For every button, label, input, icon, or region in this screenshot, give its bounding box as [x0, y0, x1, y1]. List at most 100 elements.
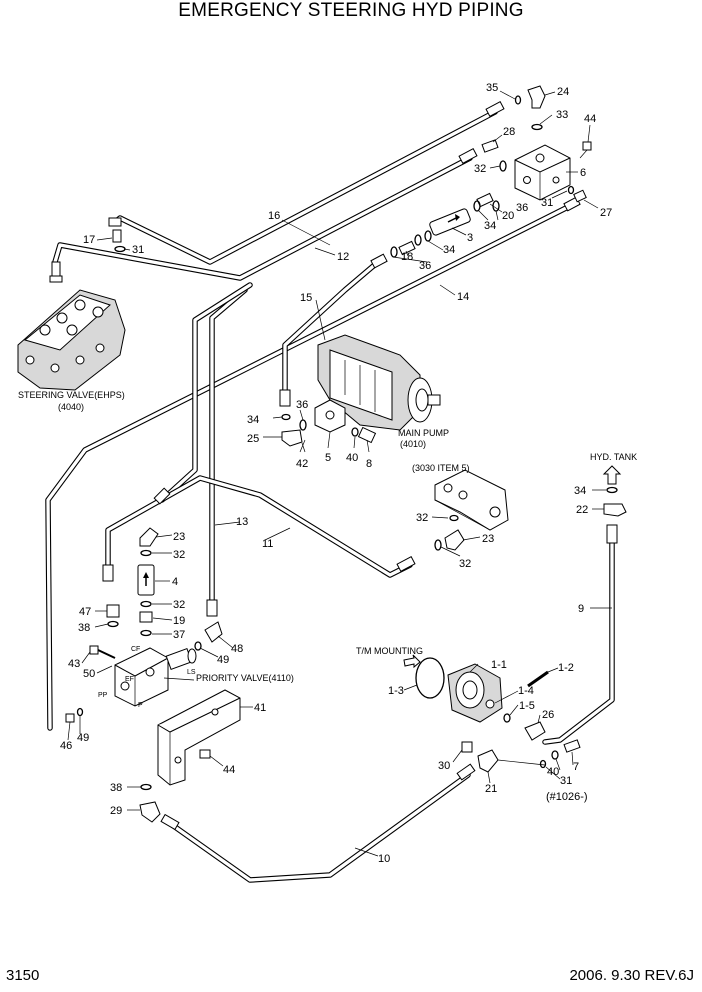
elbow-21 — [477, 749, 499, 773]
callout-22: 22 — [576, 504, 588, 516]
callout-36-a: 36 — [516, 202, 528, 214]
callout-32-c: 32 — [416, 512, 428, 524]
bolt-44-lower — [199, 749, 211, 759]
callout-43: 43 — [68, 658, 80, 670]
callout-34-a: 34 — [484, 220, 496, 232]
fitting-19 — [139, 611, 153, 623]
callout-41: 41 — [254, 702, 266, 714]
valve-block-6 — [514, 144, 571, 201]
o-ring-40-lower — [551, 750, 559, 760]
steering-valve-label: STEERING VALVE(EHPS) — [18, 390, 125, 400]
port-p: P — [138, 702, 143, 709]
callout-1-5: 1-5 — [519, 700, 535, 712]
port-pp: PP — [98, 692, 108, 699]
hose-upper-left — [159, 282, 253, 503]
elbow-25 — [281, 429, 303, 447]
hyd-tank-label: HYD. TANK — [590, 452, 637, 462]
fitting-24-elbow — [527, 85, 546, 109]
callout-11: 11 — [262, 538, 273, 550]
hyd-tank-arrow — [602, 465, 622, 485]
main-pump — [317, 334, 441, 431]
emergency-pump-1-1 — [447, 663, 503, 723]
callout-31-left: 31 — [132, 244, 144, 256]
callout-35: 35 — [486, 82, 498, 94]
callout-36-c: 36 — [296, 399, 308, 411]
callout-49-upper: 49 — [217, 654, 229, 666]
page-title: EMERGENCY STEERING HYD PIPING — [178, 0, 524, 21]
callout-1-4: 1-4 — [518, 685, 534, 697]
fitting-7 — [563, 739, 581, 753]
callout-1-2: 1-2 — [558, 662, 574, 674]
hose-15 — [282, 259, 381, 401]
callout-48: 48 — [231, 643, 243, 655]
priority-valve-label: PRIORITY VALVE(4110) — [196, 673, 294, 683]
page-number: 3150 — [6, 967, 40, 984]
o-ring-1-3 — [415, 657, 445, 699]
fitting-1-5 — [503, 713, 511, 723]
callout-38-upper: 38 — [78, 622, 90, 634]
callout-31-lower: 31 — [560, 775, 572, 787]
callout-38-lower: 38 — [110, 782, 122, 794]
hose-10 — [165, 772, 471, 883]
bracket-41 — [157, 689, 241, 786]
callout-32-b: 32 — [173, 549, 185, 561]
flange-5 — [314, 399, 346, 433]
bolt-43 — [89, 645, 116, 659]
fitting-20 — [476, 192, 494, 208]
main-pump-ref: (4010) — [400, 439, 426, 449]
revision-date: 2006. 9.30 REV.6J — [569, 967, 694, 984]
hose-12 — [52, 155, 473, 281]
hose-14 — [45, 203, 573, 731]
port-cf: CF — [131, 646, 140, 653]
callout-6: 6 — [580, 167, 586, 179]
callout-42: 42 — [296, 458, 308, 470]
callout-7: 7 — [573, 761, 579, 773]
o-rings-upper — [114, 95, 575, 258]
callout-15: 15 — [300, 292, 312, 304]
serial-note: (#1026-) — [546, 791, 588, 803]
port-ef: EF — [125, 676, 134, 683]
callout-numbers: 35 24 33 44 28 32 6 31 27 16 17 31 12 20… — [60, 82, 612, 865]
callout-10: 10 — [378, 853, 390, 865]
callout-27: 27 — [600, 207, 612, 219]
o-rings-pump — [281, 413, 359, 453]
callout-9: 9 — [578, 603, 584, 615]
callout-47: 47 — [79, 606, 91, 618]
callout-32-upper: 32 — [474, 163, 486, 175]
o-ring-31-lower — [539, 759, 547, 769]
callout-17: 17 — [83, 234, 95, 246]
callout-44-upper: 44 — [584, 113, 596, 125]
main-pump-label: MAIN PUMP — [398, 428, 449, 438]
callout-49-lower: 49 — [77, 732, 89, 744]
callout-25: 25 — [247, 433, 259, 445]
fitting-18 — [398, 240, 416, 256]
callout-30: 30 — [438, 760, 450, 772]
fitting-8 — [357, 426, 377, 444]
steering-valve — [17, 261, 126, 391]
callout-1-1: 1-1 — [491, 659, 507, 671]
callout-36-b: 36 — [419, 260, 431, 272]
check-valve-4 — [137, 564, 155, 596]
callout-46: 46 — [60, 740, 72, 752]
callout-32-d: 32 — [459, 558, 471, 570]
priority-valve — [114, 647, 197, 707]
bolt-44-upper — [579, 141, 592, 159]
port-ls: LS — [187, 669, 196, 676]
steering-valve-ref: (4040) — [58, 402, 84, 412]
callout-29: 29 — [110, 805, 122, 817]
elbow-23-right — [444, 529, 465, 551]
callout-26: 26 — [542, 709, 554, 721]
fitting-28 — [481, 139, 499, 153]
callout-19: 19 — [173, 615, 185, 627]
block-3030 — [434, 469, 509, 531]
fitting-47 — [106, 604, 120, 618]
callout-21: 21 — [485, 783, 497, 795]
fitting-22 — [603, 503, 627, 517]
tm-mounting-label: T/M MOUNTING — [356, 646, 423, 656]
inline-check-valve-3 — [429, 208, 471, 236]
callout-40-upper: 40 — [346, 452, 358, 464]
callout-4: 4 — [172, 576, 178, 588]
callout-13: 13 — [236, 516, 248, 528]
elbow-48 — [204, 621, 223, 643]
